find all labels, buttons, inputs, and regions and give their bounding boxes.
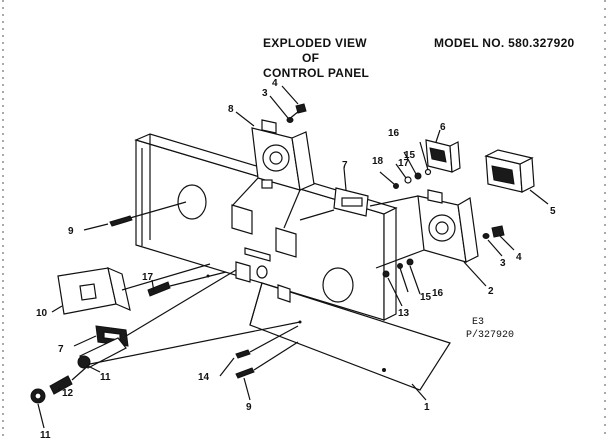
nut-3-right [482,233,490,239]
model-number: MODEL NO. 580.327920 [434,36,575,50]
callout-2: 2 [488,286,494,297]
callout-6: 6 [440,122,446,133]
washer-15-right [397,263,403,269]
callout-16-lower: 16 [432,288,444,299]
screw-4-right [491,225,505,238]
washer-15-upper [424,168,432,176]
screw-9-lower [235,367,255,379]
callout-7-upper: 7 [342,160,348,171]
screw-4-upper [295,103,307,114]
ref-code-1: E3 [472,317,485,328]
callout-12: 12 [62,388,74,399]
title-line-2: OF [302,51,320,65]
screw-9-left [109,215,133,227]
bolt-17-lower [147,281,171,297]
callout-4-right: 4 [516,252,522,263]
nut-16-upper [414,172,422,180]
callout-5: 5 [550,206,556,217]
callout-16-upper: 16 [388,128,400,139]
callout-10: 10 [36,308,48,319]
outlet-10 [57,266,131,315]
callout-11-right: 11 [100,372,111,383]
callout-4-upper: 4 [272,78,278,89]
nut-13 [382,270,390,278]
callout-3-right: 3 [500,258,506,269]
callout-17-upper: 17 [398,158,410,169]
title-line-3: CONTROL PANEL [263,66,370,80]
ring-12 [49,375,73,395]
callout-9-left: 9 [68,226,74,237]
callout-8: 8 [228,104,234,115]
receptacle-upper [251,119,315,191]
callout-15-upper: 15 [404,150,416,161]
spacer-14 [235,349,251,359]
nut-3-upper [286,117,294,123]
callout-leaders [37,85,549,429]
callout-7-lower: 7 [58,344,64,355]
callout-labels: 1 2 3 3 4 4 5 6 7 7 8 9 9 10 11 11 12 13… [36,78,556,438]
callout-17-lower: 17 [142,272,154,283]
fuse-holder-11 [77,337,127,369]
nut-16-right [406,258,414,266]
washer-17-upper [404,176,412,184]
receptacle-right [417,189,479,263]
plate-7-slot [341,197,363,207]
callout-14: 14 [198,372,210,383]
fuse-cap-11 [30,388,46,404]
callout-9-lower: 9 [246,402,252,413]
ref-code-2: P/327920 [466,330,515,341]
callout-13: 13 [398,308,410,319]
callout-1: 1 [424,402,430,413]
switch-5 [484,149,535,193]
callout-11-left: 11 [40,430,51,438]
switch-6 [425,139,461,173]
explode-lines [71,177,425,381]
callout-18: 18 [372,156,384,167]
callout-15-lower: 15 [420,292,432,303]
title-line-1: EXPLODED VIEW [263,36,367,50]
callout-3-upper: 3 [262,88,268,99]
nut-18 [393,183,399,189]
